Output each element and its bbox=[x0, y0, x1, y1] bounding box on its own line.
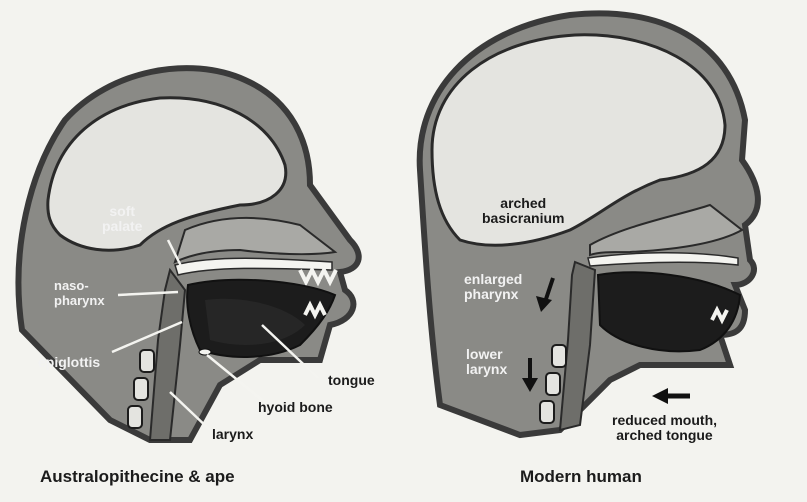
left-head bbox=[19, 68, 359, 440]
caption-australopithecine: Australopithecine & ape bbox=[40, 467, 235, 487]
label-naso-pharynx: naso- pharynx bbox=[54, 278, 105, 308]
label-tongue: tongue bbox=[328, 373, 375, 388]
label-lower-larynx: lower larynx bbox=[466, 347, 507, 377]
label-larynx: larynx bbox=[212, 427, 253, 442]
left-hyoid bbox=[199, 349, 211, 355]
right-lower-teeth bbox=[712, 310, 727, 320]
label-soft-palate: soft palate bbox=[102, 204, 142, 234]
label-enlarged-pharynx: enlarged pharynx bbox=[464, 272, 522, 302]
label-arched-basicranium: arched basicranium bbox=[482, 196, 564, 226]
label-hyoid-bone: hyoid bone bbox=[258, 400, 333, 415]
label-epiglottis: epiglottis bbox=[38, 355, 100, 370]
left-arrow-mouth bbox=[652, 388, 690, 404]
caption-modern-human: Modern human bbox=[520, 467, 642, 487]
label-reduced-mouth: reduced mouth, arched tongue bbox=[612, 413, 717, 443]
